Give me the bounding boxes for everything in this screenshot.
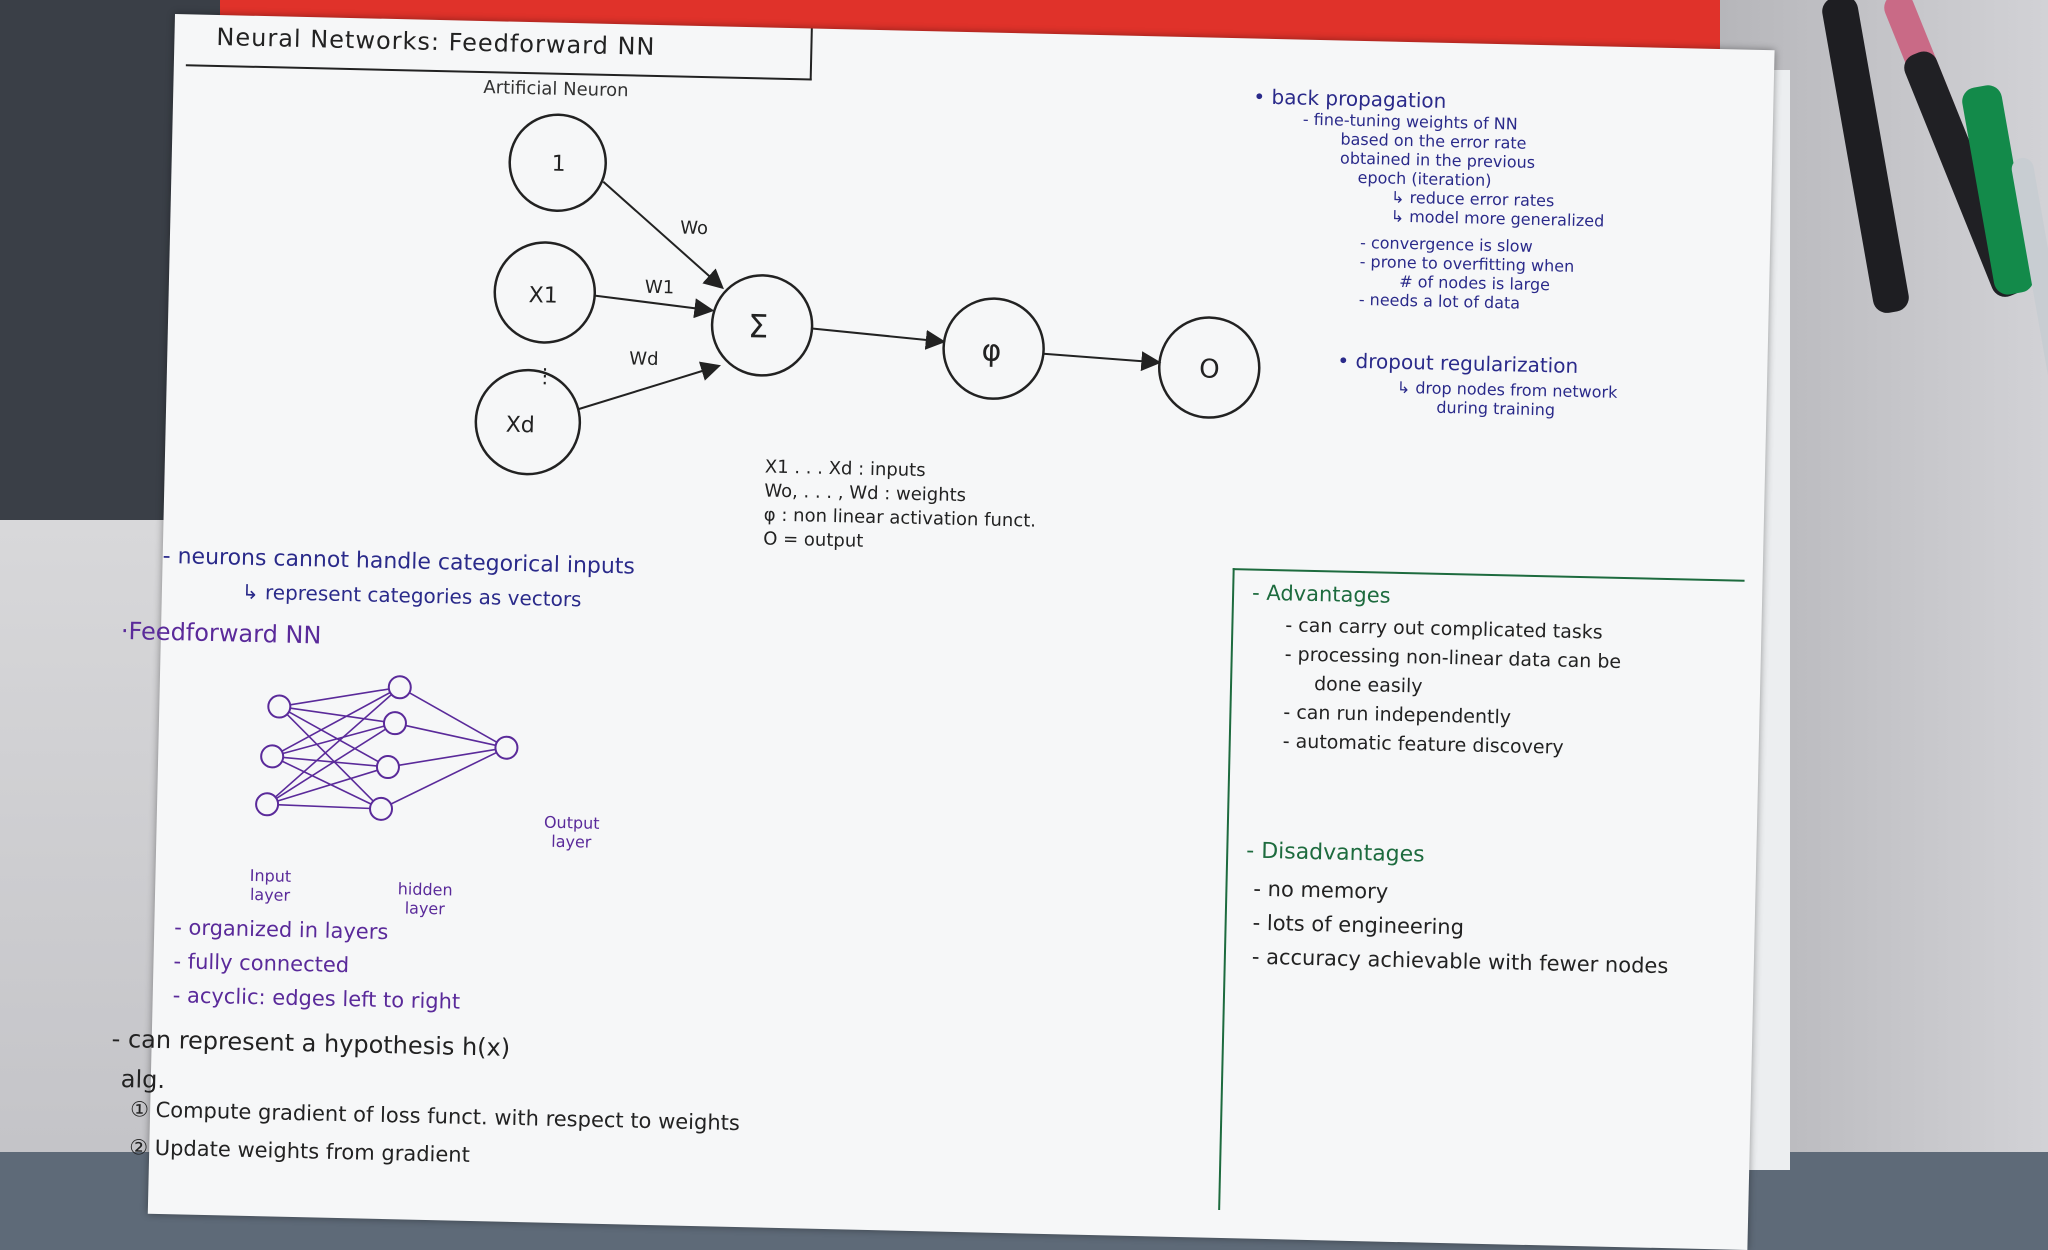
ffnn-edge [267, 803, 382, 810]
ffnn-edge [266, 722, 396, 805]
x1-node [493, 241, 597, 344]
ffnn-input-node [260, 744, 285, 769]
bias-label: 1 [551, 152, 566, 177]
edge-wd [577, 361, 721, 411]
xd-node [474, 368, 582, 476]
backprop-heading: • back propagation [1253, 84, 1447, 113]
categorical-subnote: ↳ represent categories as vectors [241, 579, 582, 612]
ffnn-edge [266, 686, 401, 805]
advantages-list: - can carry out complicated tasks - proc… [1248, 605, 1622, 764]
dropout-lines: ↳ drop nodes from network during trainin… [1396, 378, 1618, 421]
activation-label: φ [981, 333, 1002, 368]
disadvantages-section: - Disadvantages - no memory - lots of en… [1244, 839, 1671, 984]
sum-node [710, 274, 814, 377]
edge-w0 [602, 181, 724, 290]
property-acyclic: - acyclic: edges left to right [172, 983, 461, 1014]
wd-label: Wd [629, 348, 659, 370]
ffnn-heading: ·Feedforward NN [120, 616, 322, 650]
input-layer-label: Input layer [249, 865, 292, 905]
edge-w1 [594, 294, 715, 319]
ffnn-edge [380, 746, 507, 810]
ffnn-edge [394, 722, 507, 749]
output-label: O [1199, 354, 1220, 384]
ffnn-input-node [255, 792, 280, 817]
ffnn-edge [387, 746, 507, 768]
ffnn-hidden-node [382, 711, 407, 736]
output-layer-label: Output layer [543, 812, 600, 852]
ffnn-edge [279, 705, 396, 724]
edge-sum-activation [811, 327, 946, 350]
feedforward-nn-diagram [255, 675, 519, 821]
ffnn-edge [278, 705, 389, 768]
sum-label: Σ [748, 307, 769, 345]
ffnn-edge [266, 766, 389, 806]
x1-label: X1 [528, 283, 558, 309]
ffnn-edge [272, 755, 389, 768]
xd-label: Xd [505, 413, 535, 439]
ffnn-properties: - organized in layers - fully connected … [172, 910, 462, 1018]
ffnn-edge [271, 686, 401, 758]
artificial-neuron-diagram: Artificial Neuron 1 X1 ⋮ Xd Σ φ O Wo W1 … [474, 77, 1261, 476]
alg-heading: alg. [120, 1065, 166, 1095]
ffnn-hidden-node [387, 675, 412, 700]
hypothesis-note: - can represent a hypothesis h(x) [111, 1024, 511, 1062]
disadvantages-list: - no memory - lots of engineering - accu… [1244, 864, 1671, 984]
ffnn-edge [278, 705, 382, 810]
backprop-cons: - convergence is slow - prone to overfit… [1359, 233, 1575, 314]
categorical-note: - neurons cannot handle categorical inpu… [162, 543, 636, 580]
alg-step-1: ① Compute gradient of loss funct. with r… [129, 1097, 741, 1136]
ffnn-hidden-node [369, 796, 394, 821]
alg-step-2: ② Update weights from gradient [129, 1135, 471, 1167]
ffnn-edge [399, 686, 507, 749]
w1-label: W1 [645, 277, 675, 299]
ffnn-output-node [494, 735, 519, 760]
notes-paper: Neural Networks: Feedforward NN Artifici… [111, 14, 1775, 1250]
edge-activation-output [1043, 351, 1162, 372]
dots: ⋮ [535, 363, 556, 387]
backprop-lines: - fine-tuning weights of NN based on the… [1301, 110, 1607, 231]
hidden-layer-label: hidden layer [397, 879, 453, 919]
ffnn-input-node [267, 694, 292, 719]
ffnn-edge [271, 755, 382, 810]
ffnn-hidden-node [375, 755, 400, 780]
bias-node [508, 113, 607, 212]
neuron-legend: X1 . . . Xd : inputs Wo, . . . , Wd : we… [763, 456, 1037, 558]
w0-label: Wo [680, 218, 708, 240]
ffnn-edge [271, 722, 396, 758]
advantages-section: - Advantages - can carry out complicated… [1248, 581, 1622, 764]
neuron-heading: Artificial Neuron [483, 77, 629, 101]
ffnn-edge [279, 686, 400, 708]
